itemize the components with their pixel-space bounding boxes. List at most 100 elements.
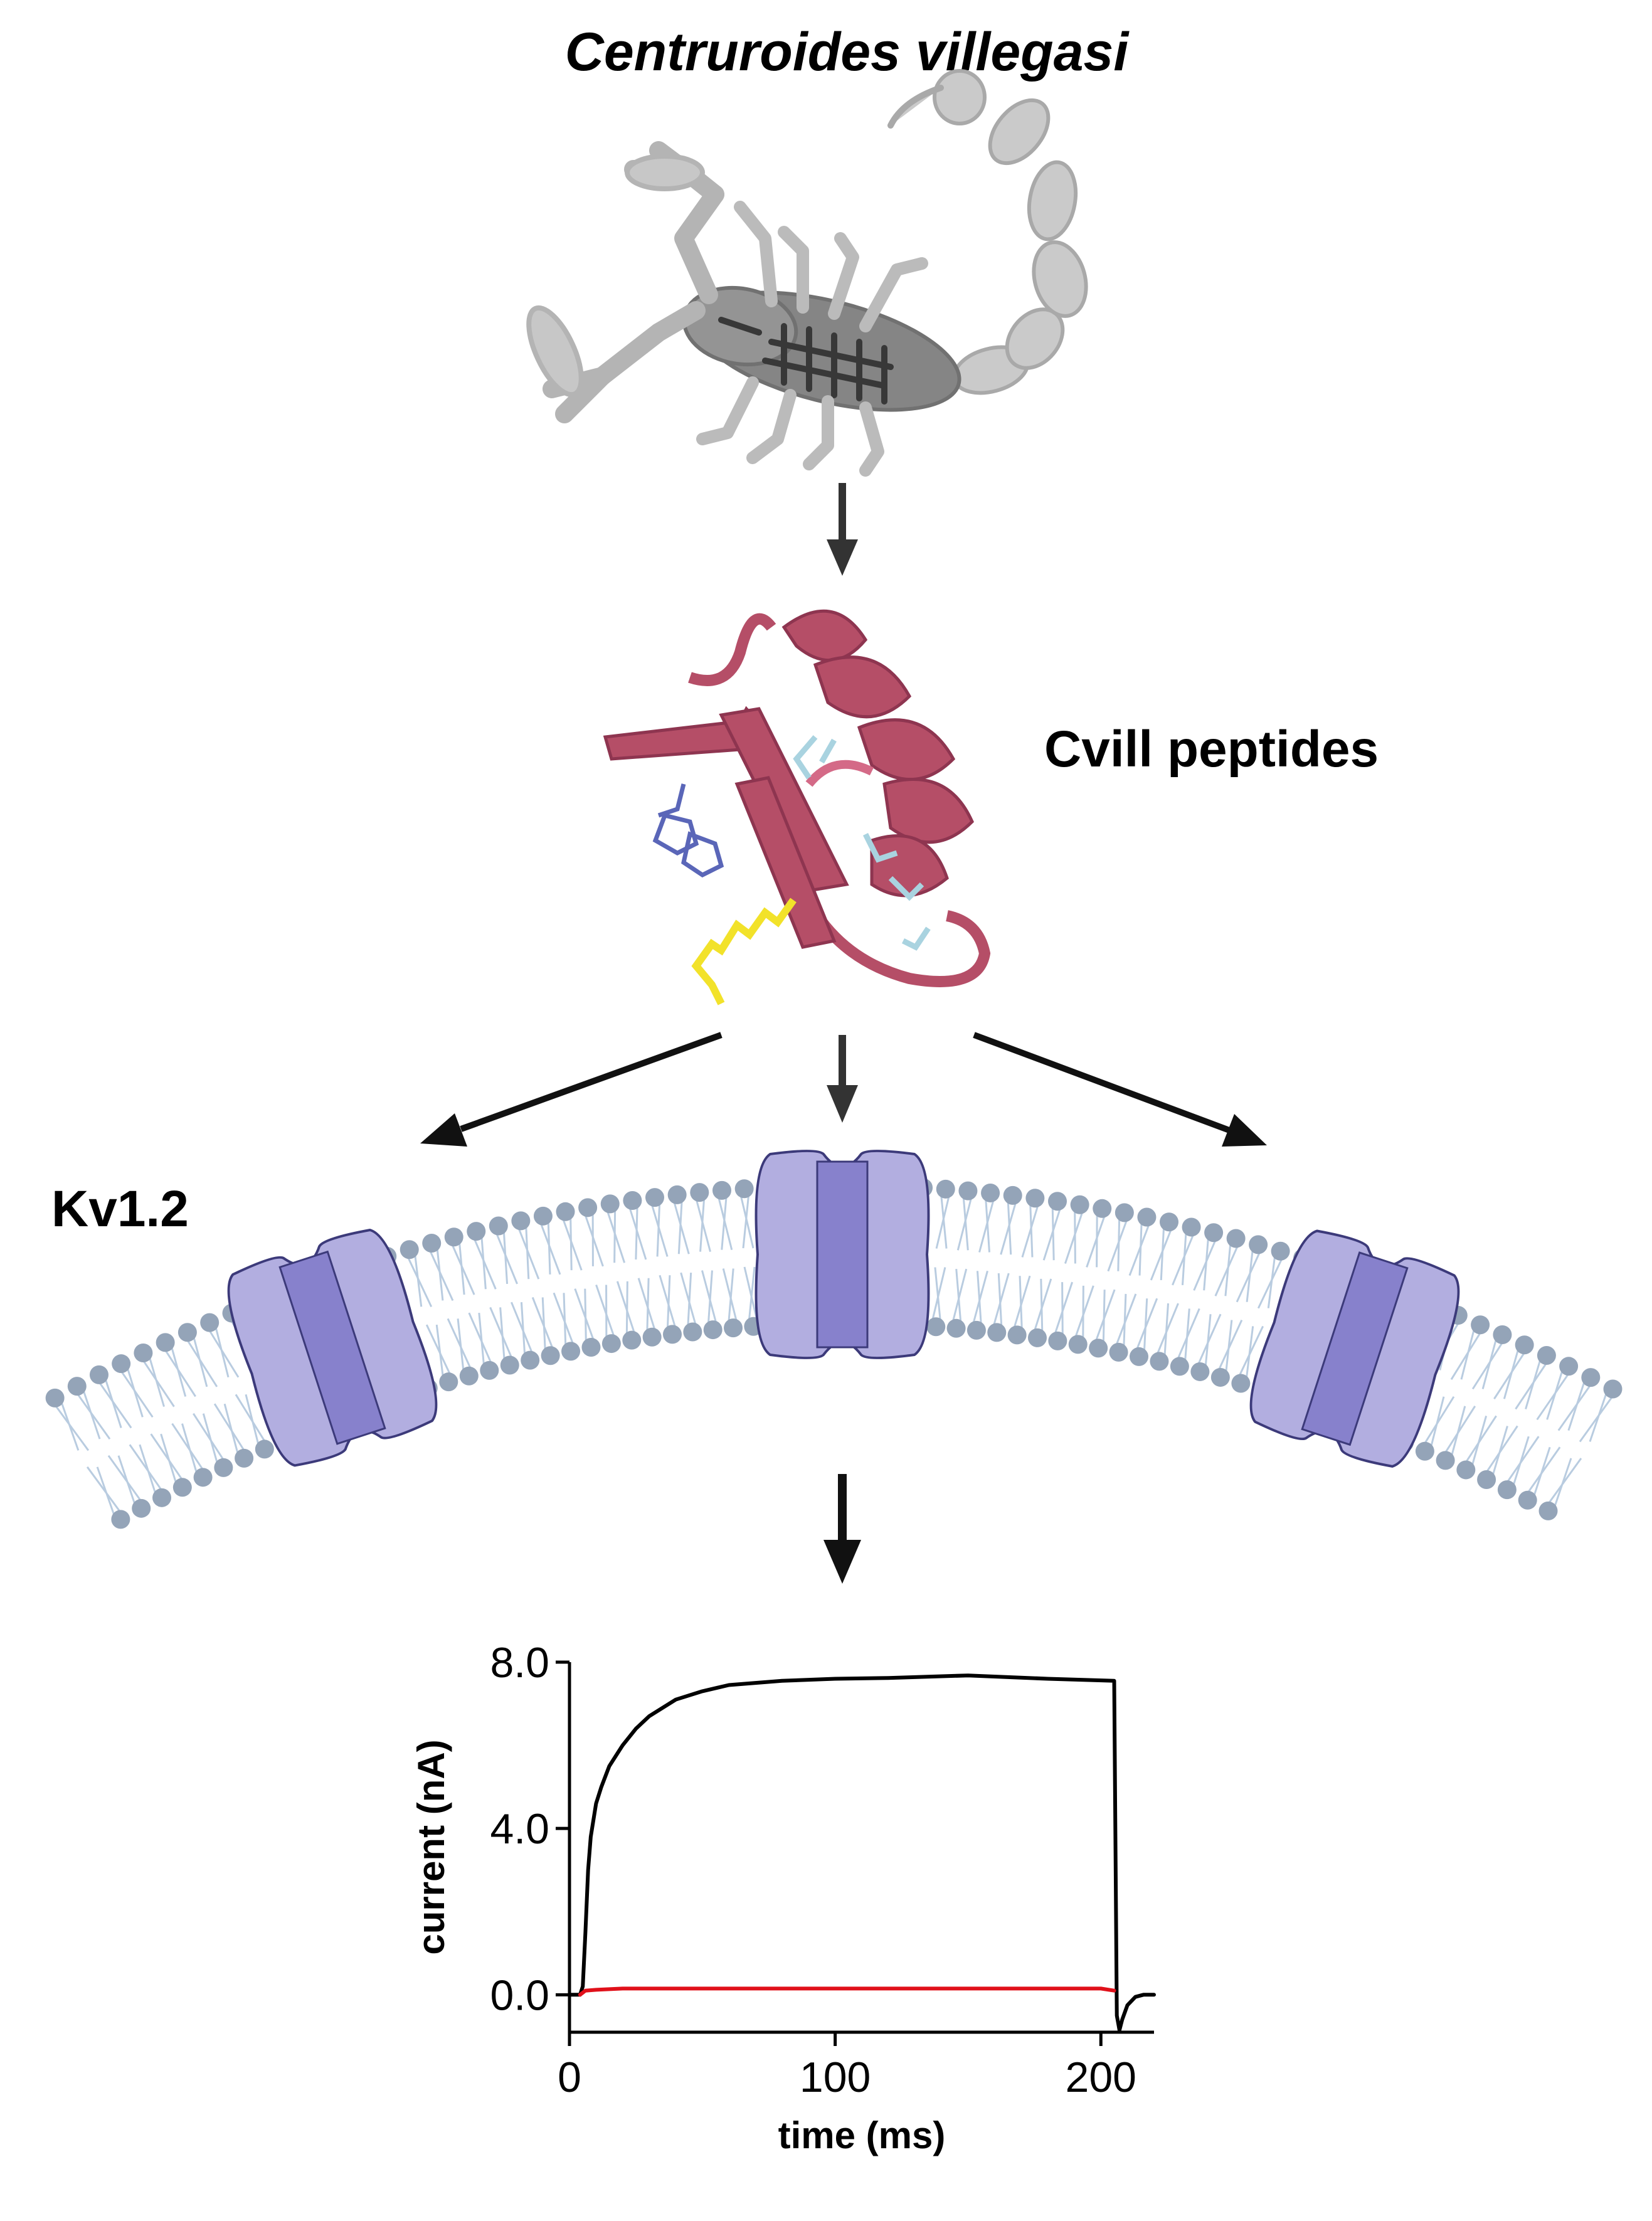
lipid-head [459, 1366, 479, 1386]
lipid-head [172, 1478, 192, 1497]
channel-pore [816, 1160, 869, 1349]
kv-channel [1249, 1229, 1460, 1468]
scorpion-illustration [526, 69, 1088, 477]
lipid-head [1518, 1490, 1537, 1510]
channel-pore [278, 1250, 386, 1445]
lipid-head [981, 1183, 1000, 1202]
lipid-head [1231, 1374, 1251, 1393]
peptide-loop [688, 613, 776, 686]
scorpion-pedipalp-left [526, 301, 706, 423]
lipid-head [1025, 1189, 1045, 1208]
lipid-tail [1235, 1251, 1286, 1384]
lipid-head [561, 1342, 581, 1361]
lipid-tail [693, 1192, 719, 1330]
lipid-tail [137, 1352, 209, 1478]
lipid-tail [1173, 1232, 1220, 1367]
lipid-tail [537, 1216, 577, 1352]
lipid-head [1471, 1315, 1490, 1335]
lipid-head [1137, 1207, 1157, 1227]
lipid-head [1271, 1241, 1290, 1261]
lipid-tail [470, 1231, 516, 1366]
lipid-tail [1194, 1238, 1242, 1372]
lipid-tail [1072, 1208, 1108, 1345]
lipid-head [200, 1313, 220, 1332]
lipid-head [235, 1448, 254, 1468]
lipid-head [1493, 1325, 1512, 1344]
lipid-head [623, 1191, 642, 1211]
lipid-head [958, 1181, 978, 1201]
lipid-head [112, 1354, 131, 1374]
lipid-head [1581, 1368, 1601, 1387]
lipid-head [936, 1179, 955, 1199]
scorpion-legs [696, 201, 928, 477]
lipid-head [578, 1198, 598, 1217]
lipid-tail [93, 1374, 168, 1498]
lipid-tail [604, 1203, 638, 1341]
lipid-head [946, 1318, 966, 1338]
lipid-head [662, 1325, 682, 1344]
lipid-head [500, 1355, 519, 1375]
scorpion-tail [887, 69, 1088, 395]
peptide-helix [781, 609, 974, 898]
lipid-tail [1113, 1217, 1153, 1353]
lipid-head [541, 1346, 560, 1365]
lipid-head [683, 1322, 702, 1342]
lipid-head [1129, 1347, 1148, 1366]
lipid-head [400, 1240, 419, 1259]
lipid-tail [1031, 1201, 1064, 1338]
lipid-head [690, 1183, 709, 1202]
lipid-tail [970, 1192, 997, 1331]
lipid-tail [929, 1189, 952, 1327]
lipid-head [556, 1202, 575, 1221]
lipid-tail [1522, 1377, 1597, 1501]
chart-y-axis-label: current (nA) [410, 1739, 452, 1954]
chart-x-axis-label: time (ms) [778, 2114, 946, 2156]
lipid-tail [1214, 1244, 1264, 1378]
chart-x-tick-label: 200 [1066, 2054, 1136, 2101]
lipid-tail [1439, 1334, 1508, 1461]
chart-series-control-trace [568, 1673, 1156, 2032]
kv-channel [755, 1150, 930, 1359]
peptide-structure [603, 609, 991, 1005]
lipid-head [645, 1188, 665, 1207]
lipid-head [1415, 1441, 1434, 1461]
lipid-tail [49, 1397, 127, 1520]
lipid-head [1109, 1342, 1128, 1362]
chart-y-tick-label: 4.0 [490, 1805, 549, 1853]
lipid-head [156, 1333, 175, 1352]
lipid-head [712, 1180, 731, 1200]
lipid-head [1150, 1352, 1169, 1371]
lipid-tail [649, 1197, 679, 1335]
lipid-head [67, 1377, 87, 1396]
arrow-center [827, 1035, 858, 1123]
lipid-head [1027, 1328, 1047, 1347]
lipid-tail [115, 1363, 189, 1488]
lipid-tail [71, 1386, 147, 1509]
lipid-head [926, 1317, 946, 1337]
lipid-tail [559, 1211, 597, 1348]
lipid-head [1160, 1212, 1179, 1232]
lipid-head [89, 1365, 109, 1384]
lipid-tail [1092, 1212, 1131, 1349]
sidechain-lightblue [793, 735, 931, 951]
chart-series [568, 1673, 1156, 2032]
lipid-head [444, 1227, 463, 1247]
chart-y-tick-label: 0.0 [490, 1971, 549, 2019]
peptide-loop-middle [805, 760, 874, 787]
lipid-head [1007, 1325, 1027, 1345]
lipid-head [467, 1222, 486, 1241]
lipid-head [1497, 1480, 1517, 1500]
lipid-tail [403, 1249, 455, 1382]
lipid-tail [990, 1195, 1019, 1333]
arrow-left [420, 1032, 723, 1147]
lipid-tail [448, 1236, 495, 1371]
lipid-head [489, 1216, 508, 1236]
lipid-head [724, 1318, 743, 1338]
chart-series-toxin-trace [578, 1986, 1116, 1997]
kv-channel [227, 1228, 438, 1467]
lipid-head [111, 1510, 130, 1529]
lipid-head [1456, 1460, 1476, 1480]
sidechain-blue [652, 783, 724, 878]
